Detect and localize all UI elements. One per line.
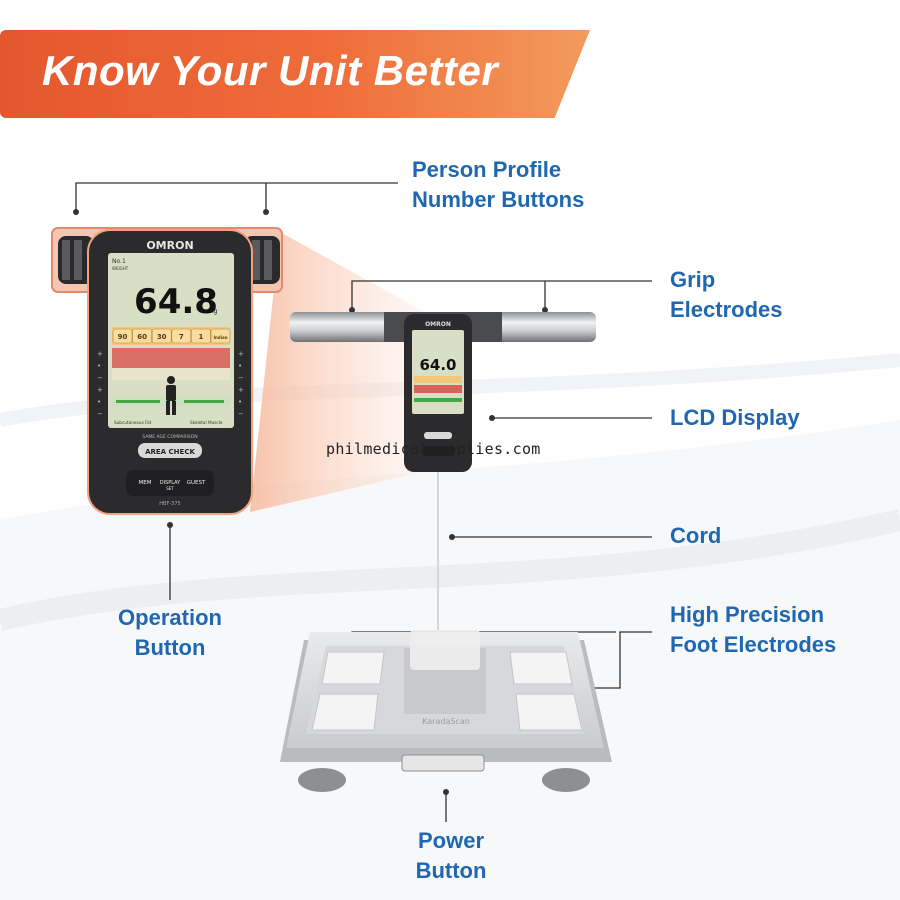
svg-text:−: − bbox=[238, 374, 244, 382]
scale-base: KaradaScan bbox=[280, 630, 612, 792]
fat-label: Subcutaneous Fat bbox=[114, 420, 152, 425]
label-operation-button: Operation Button bbox=[106, 603, 234, 663]
age-value: 90 bbox=[118, 333, 128, 341]
label-person-profile-line2: Number Buttons bbox=[412, 187, 584, 212]
small-weight-reading: 64.0 bbox=[419, 356, 456, 374]
label-cord: Cord bbox=[670, 521, 721, 551]
console-zoomed: OMRON No.1 WEIGHT 64.8 kg 90 60 30 7 1 Indian… bbox=[52, 228, 282, 514]
label-foot-line1: High Precision bbox=[670, 602, 824, 627]
svg-text:•: • bbox=[97, 398, 101, 406]
svg-text:•: • bbox=[238, 398, 242, 406]
age-value: 60 bbox=[137, 333, 147, 341]
svg-text:+: + bbox=[238, 350, 244, 358]
profile-number: No.1 bbox=[112, 258, 126, 265]
label-grip-line2: Electrodes bbox=[670, 297, 783, 322]
label-power-line2: Button bbox=[416, 858, 487, 883]
muscle-label: Skeletal Muscle bbox=[190, 420, 223, 425]
label-person-profile-line1: Person Profile bbox=[412, 157, 561, 182]
label-operation-line2: Button bbox=[135, 635, 206, 660]
area-check-button[interactable]: AREA CHECK bbox=[145, 448, 195, 456]
label-power-line1: Power bbox=[418, 828, 484, 853]
model-label: HBF-375 bbox=[159, 501, 180, 507]
svg-text:−: − bbox=[97, 410, 103, 418]
age-value: 1 bbox=[198, 333, 203, 341]
guest-button[interactable]: GUEST bbox=[187, 480, 206, 486]
weight-reading: 64.8 bbox=[134, 282, 218, 322]
svg-text:+: + bbox=[238, 386, 244, 394]
svg-text:−: − bbox=[97, 374, 103, 382]
label-operation-line1: Operation bbox=[118, 605, 222, 630]
label-grip-electrodes: Grip Electrodes bbox=[670, 265, 783, 325]
scale-brand: KaradaScan bbox=[422, 717, 470, 726]
svg-text:•: • bbox=[97, 362, 101, 370]
mem-button[interactable]: MEM bbox=[139, 480, 152, 486]
svg-text:+: + bbox=[97, 350, 103, 358]
age-value: 7 bbox=[179, 333, 184, 341]
label-foot-electrodes: High Precision Foot Electrodes bbox=[670, 600, 836, 660]
label-grip-line1: Grip bbox=[670, 267, 715, 292]
comparison-label: SAME AGE COMPARISON bbox=[142, 434, 197, 440]
weight-caption: WEIGHT bbox=[112, 266, 129, 271]
age-value: 30 bbox=[157, 333, 167, 341]
label-power-button: Power Button bbox=[392, 826, 510, 886]
age-value: Indian bbox=[213, 335, 227, 340]
label-lcd-display: LCD Display bbox=[670, 403, 800, 433]
watermark: philmedicalsupplies.com bbox=[326, 440, 541, 458]
small-brand-label: OMRON bbox=[425, 321, 451, 328]
svg-text:−: − bbox=[238, 410, 244, 418]
weight-unit: kg bbox=[210, 308, 217, 315]
label-person-profile: Person Profile Number Buttons bbox=[412, 155, 584, 215]
svg-text:•: • bbox=[238, 362, 242, 370]
label-foot-line2: Foot Electrodes bbox=[670, 632, 836, 657]
brand-label: OMRON bbox=[146, 239, 193, 252]
svg-text:+: + bbox=[97, 386, 103, 394]
display-sub-label: SET bbox=[166, 486, 174, 491]
